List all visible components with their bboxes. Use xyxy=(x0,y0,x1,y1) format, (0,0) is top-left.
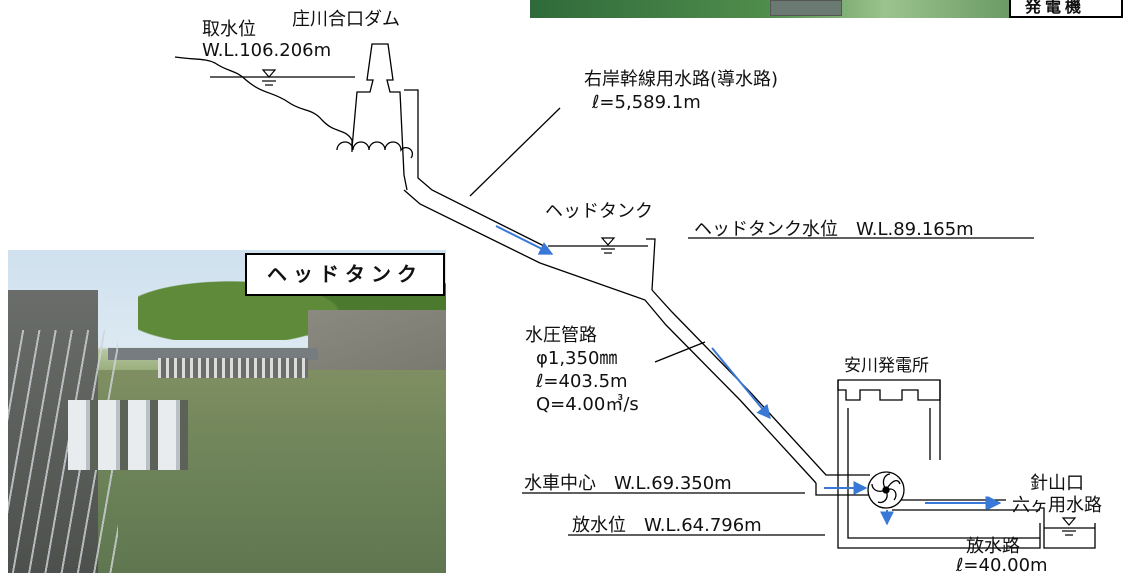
dam-body xyxy=(351,43,408,191)
headtank-name: ヘッドタンク xyxy=(545,201,653,222)
dam-apron xyxy=(336,141,414,159)
headtank-level: ヘッドタンク水位 W.L.89.165m xyxy=(694,219,974,240)
station-name: 安川発電所 xyxy=(844,356,929,376)
headtank-wall xyxy=(646,238,656,291)
terrain-line xyxy=(174,56,353,152)
penstock-length: ℓ=403.5m xyxy=(536,371,628,392)
discharge-level: 放水位 W.L.64.796m xyxy=(572,515,762,536)
canal-upper xyxy=(404,89,549,249)
water-level-icon xyxy=(261,69,1077,536)
penstock-title: 水圧管路 xyxy=(525,325,597,346)
flow-arrow-icon xyxy=(495,225,1002,526)
turbine-center-level: 水車中心 W.L.69.350m xyxy=(524,473,732,494)
intake-level-title: 取水位 xyxy=(202,19,256,40)
tailrace-name: 放水路 xyxy=(966,536,1020,557)
canal-length: ℓ=5,589.1m xyxy=(592,92,701,113)
headtank-photo xyxy=(8,250,446,573)
penstock-diameter: φ1,350㎜ xyxy=(536,348,618,369)
outlet-channel xyxy=(1040,507,1096,549)
penstock-flow: Q=4.00㎥/s xyxy=(536,394,639,415)
powerhouse-outer xyxy=(837,380,1041,549)
powerhouse-roof xyxy=(837,379,941,401)
penstock-upper xyxy=(539,262,817,484)
generator-machine xyxy=(770,0,842,16)
outlet-name-1: 針山口 xyxy=(1030,473,1084,494)
penstock-leader xyxy=(654,341,706,363)
canal-name: 右岸幹線用水路(導水路) xyxy=(584,69,779,90)
turbine-icon xyxy=(867,471,905,509)
tailrace-length: ℓ=40.00m xyxy=(956,555,1048,576)
canal-leader xyxy=(469,107,561,197)
headtank-photo-label: ヘッドタンク xyxy=(245,253,445,296)
penstock-bottom xyxy=(815,483,870,496)
generator-photo xyxy=(530,0,1123,18)
dam-name: 庄川合口ダム xyxy=(292,9,400,30)
powerhouse-inner xyxy=(847,408,1040,539)
canal-lower xyxy=(403,189,541,264)
penstock-lower xyxy=(651,289,870,476)
outlet-name-2: 六ヶ用水路 xyxy=(1012,495,1102,516)
generator-photo-label: 発電機 xyxy=(1009,0,1123,18)
intake-level-value: W.L.106.206m xyxy=(202,40,332,61)
